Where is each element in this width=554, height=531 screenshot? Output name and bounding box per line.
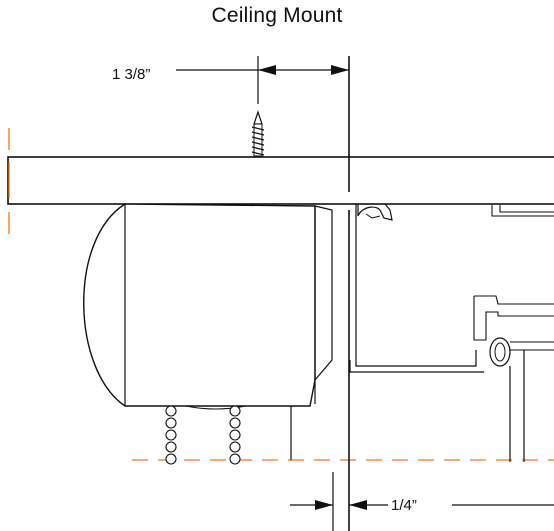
bottom-dimension: [290, 472, 554, 531]
bead-chain-right: [229, 405, 241, 465]
side-clearance-label: 1/4”: [391, 497, 417, 514]
top-clearance-label: 1 3/8”: [112, 66, 151, 83]
screw-icon: [251, 110, 265, 157]
ceiling-board: [7, 156, 554, 205]
shade-housing: [83, 203, 333, 460]
diagram-title: Ceiling Mount: [211, 4, 343, 27]
window-frame-profile: [349, 203, 554, 462]
top-dimension: [176, 56, 349, 104]
guide-lines: [8, 128, 554, 461]
bead-chain-left: [165, 405, 177, 465]
